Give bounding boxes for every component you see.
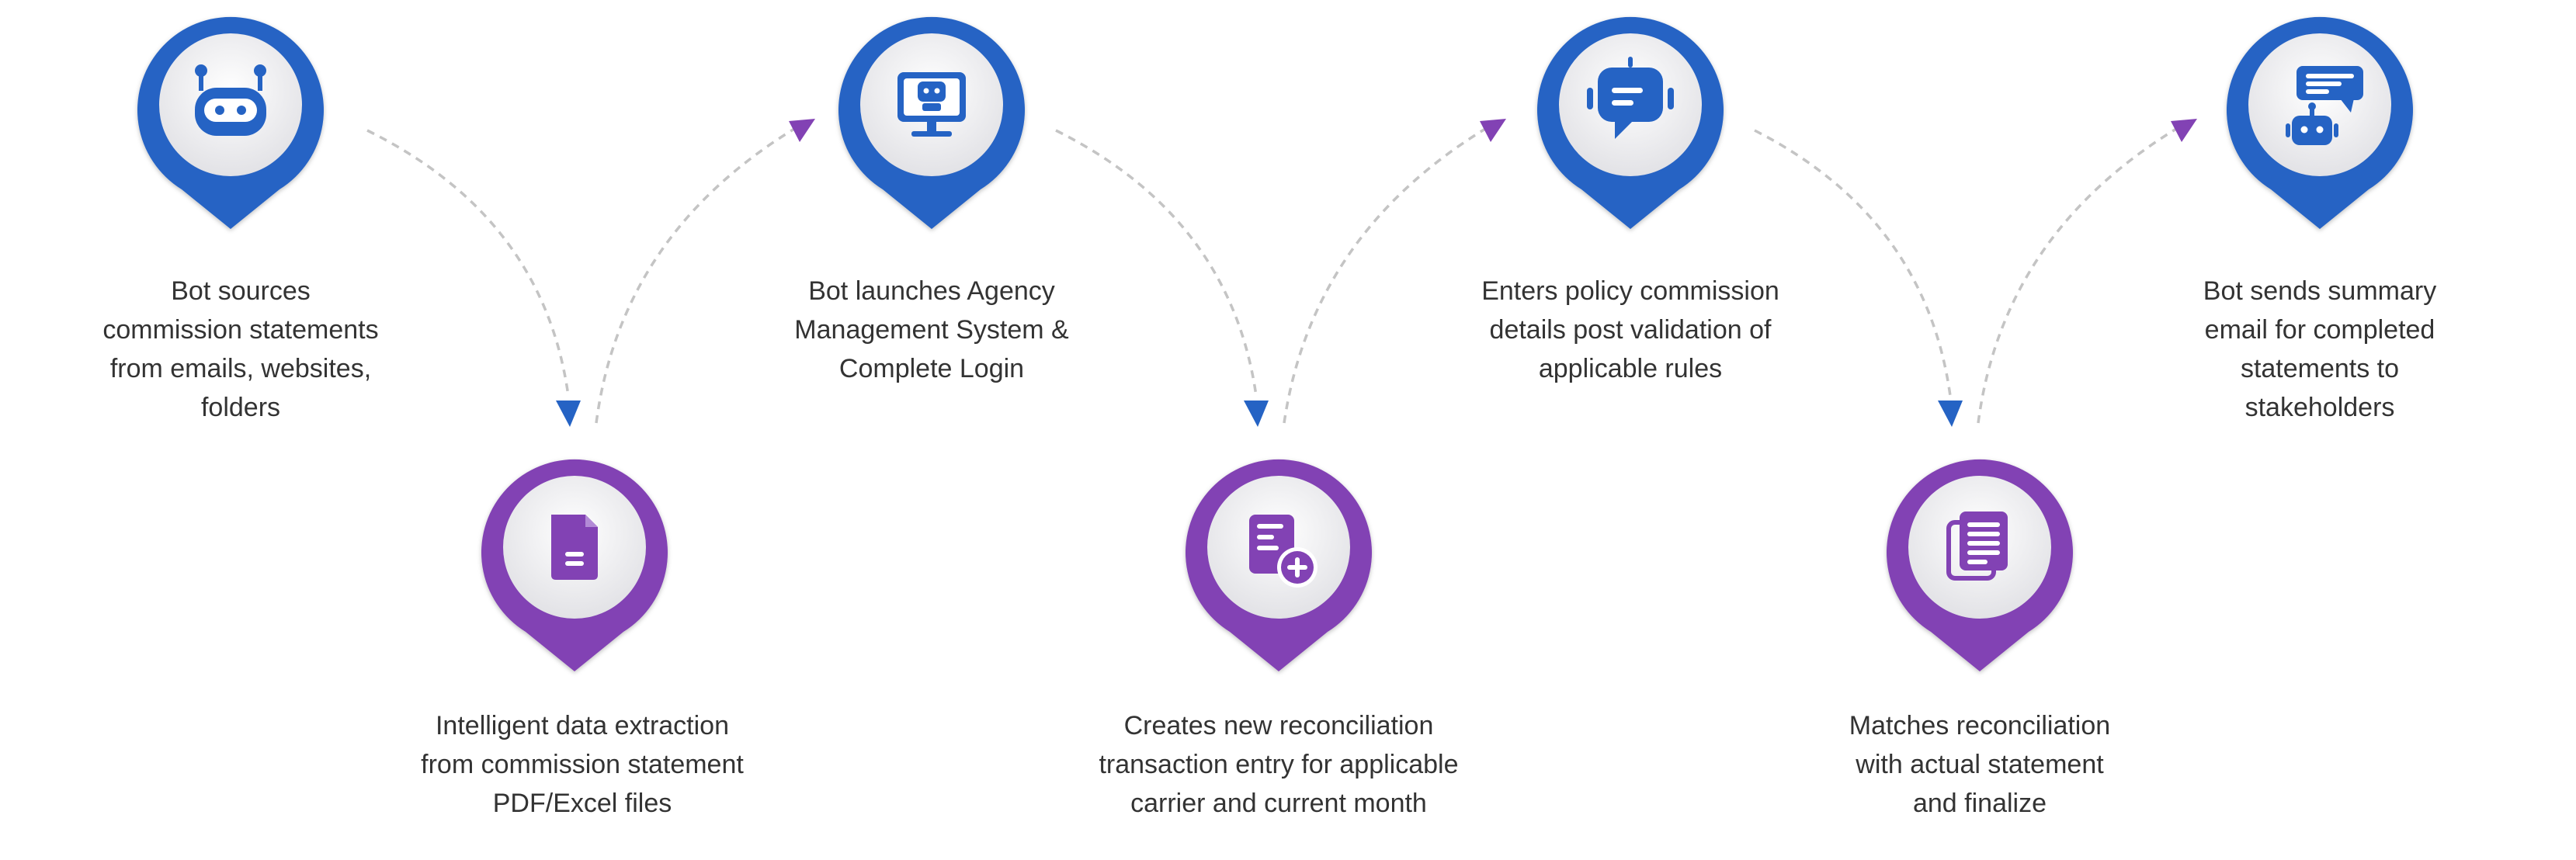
connector-arrow-2 (595, 125, 799, 424)
step-label-6: Matches reconciliation with actual state… (1849, 711, 2111, 818)
step-label-1: Bot sources commission statements from e… (102, 276, 379, 422)
document-icon (551, 515, 598, 580)
step-label-5: Enters policy commission details post va… (1481, 276, 1779, 383)
robot-monitor-icon (897, 72, 966, 137)
step-label-3: Bot launches Agency Management System & … (794, 276, 1069, 383)
robot-head-icon (195, 64, 266, 136)
step-pin-5 (1537, 16, 1724, 229)
connector-arrows (366, 119, 2197, 427)
step-pin-4 (1186, 459, 1372, 671)
step-label-2: Intelligent data extraction from commiss… (421, 711, 744, 818)
connector-arrow-1 (366, 129, 570, 397)
step-pins (137, 16, 2413, 671)
connector-arrow-6 (1977, 125, 2181, 424)
step-label-4: Creates new reconciliation transaction e… (1099, 711, 1459, 818)
arrowhead-1 (556, 401, 581, 427)
robot-message-icon (2286, 66, 2363, 145)
arrowhead-5 (1938, 401, 1963, 427)
arrowhead-4 (1480, 119, 1506, 142)
chatbot-icon (1587, 57, 1674, 139)
step-pin-1 (137, 16, 324, 229)
arrowhead-6 (2171, 119, 2197, 142)
connector-arrow-4 (1283, 125, 1490, 424)
connector-arrow-5 (1754, 129, 1952, 397)
arrowhead-2 (789, 119, 815, 142)
step-pin-2 (481, 459, 668, 671)
step-pin-3 (838, 16, 1025, 229)
connector-arrow-3 (1055, 129, 1258, 397)
step-pin-6 (1887, 459, 2073, 671)
document-add-icon (1249, 515, 1318, 588)
pin-inner-circle (2248, 33, 2391, 176)
step-label-7: Bot sends summary email for completed st… (2203, 276, 2437, 422)
step-pin-7 (2227, 16, 2413, 229)
arrowhead-3 (1244, 401, 1269, 427)
documents-stack-icon (1946, 511, 2008, 581)
